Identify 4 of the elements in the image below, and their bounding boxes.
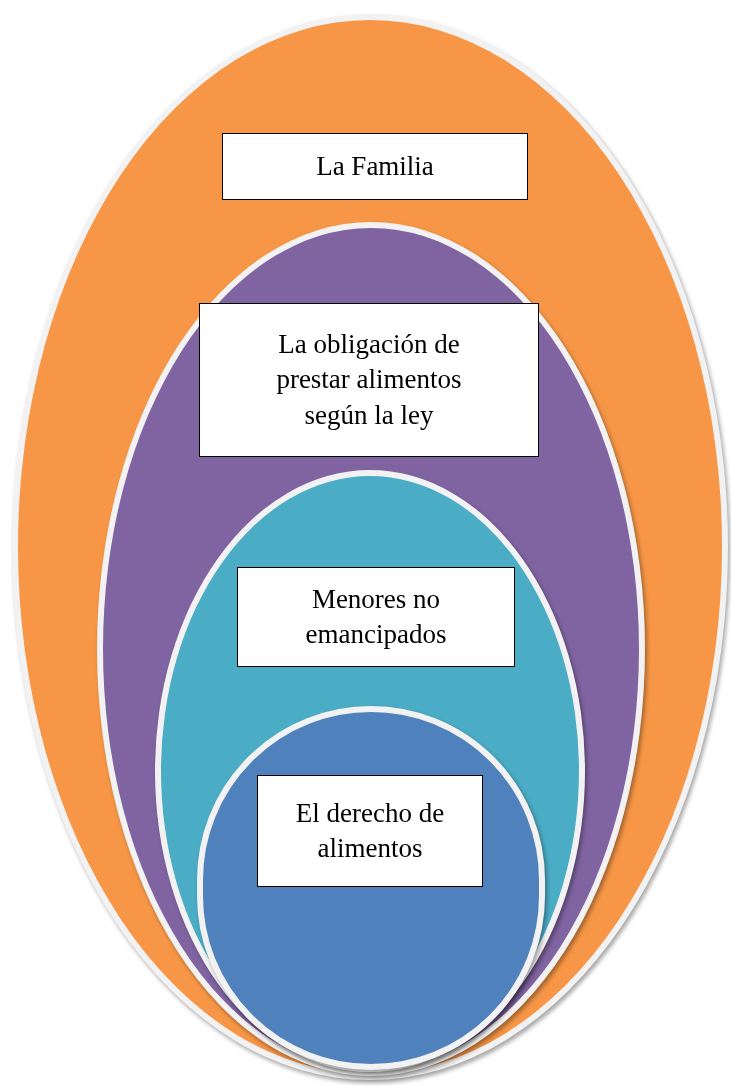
label-box: El derecho de alimentos (257, 775, 483, 887)
label-box: La Familia (222, 133, 528, 200)
label-box: Menores no emancipados (237, 567, 515, 667)
label-box: La obligación de prestar alimentos según la ley (199, 303, 539, 457)
